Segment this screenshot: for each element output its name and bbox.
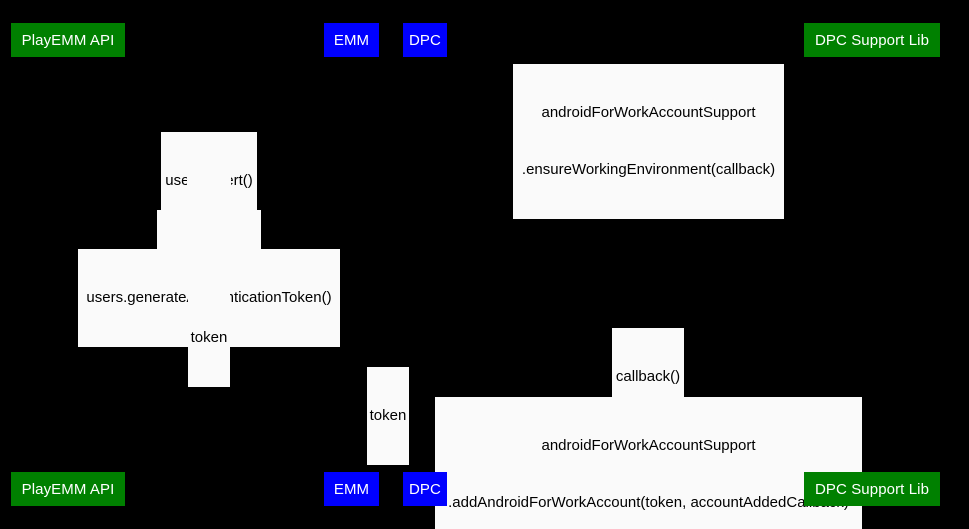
lifeline-footer-dpc-label: DPC <box>409 480 441 498</box>
message-token-first[interactable]: token <box>188 289 230 387</box>
message-token-second-label: token <box>369 407 407 424</box>
lifeline-footer-emm-label: EMM <box>333 480 370 498</box>
lifeline-footer-playemm-api[interactable]: PlayEMM API <box>11 472 125 506</box>
message-add-android-for-work-account[interactable]: androidForWorkAccountSupport .addAndroid… <box>435 397 862 529</box>
message-token-second[interactable]: token <box>367 367 409 465</box>
lifeline-header-playemm-api-label: PlayEMM API <box>21 31 115 49</box>
message-add-android-for-work-account-line2: .addAndroidForWorkAccount(token, account… <box>448 494 849 511</box>
lifeline-header-dpc-label: DPC <box>409 31 441 49</box>
lifeline-footer-emm[interactable]: EMM <box>324 472 379 506</box>
lifeline-footer-dpc[interactable]: DPC <box>403 472 447 506</box>
lifeline-header-emm[interactable]: EMM <box>324 23 379 57</box>
lifeline-header-dpc[interactable]: DPC <box>403 23 447 57</box>
message-ensure-working-environment-line2: .ensureWorkingEnvironment(callback) <box>521 161 776 178</box>
lifeline-header-dpc-support-lib-label: DPC Support Lib <box>814 31 930 49</box>
lifeline-header-playemm-api[interactable]: PlayEMM API <box>11 23 125 57</box>
lifeline-footer-playemm-api-label: PlayEMM API <box>21 480 115 498</box>
lifeline-header-emm-label: EMM <box>333 31 370 49</box>
message-token-first-label: token <box>190 329 228 346</box>
message-callback-label: callback() <box>615 368 681 385</box>
message-ensure-working-environment-line1: androidForWorkAccountSupport <box>541 104 756 121</box>
lifeline-footer-dpc-support-lib-label: DPC Support Lib <box>814 480 930 498</box>
lifeline-header-dpc-support-lib[interactable]: DPC Support Lib <box>804 23 940 57</box>
message-add-android-for-work-account-line1: androidForWorkAccountSupport <box>541 437 756 454</box>
lifeline-footer-dpc-support-lib[interactable]: DPC Support Lib <box>804 472 940 506</box>
message-ensure-working-environment[interactable]: androidForWorkAccountSupport .ensureWork… <box>513 64 784 219</box>
